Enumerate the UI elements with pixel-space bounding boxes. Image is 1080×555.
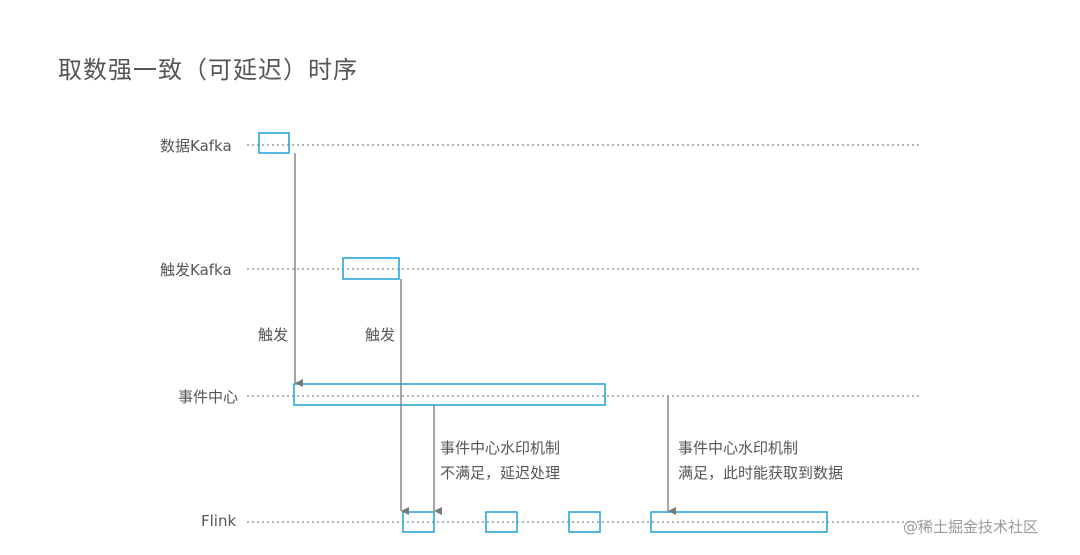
note-watermark-unsatisfied-line2: 不满足，延迟处理 [440, 464, 561, 482]
watermark: @稀土掘金技术社区 [903, 518, 1039, 536]
flink-task-box-1 [402, 511, 435, 533]
note-watermark-unsatisfied: 事件中心水印机制 不满足，延迟处理 [440, 436, 560, 486]
event-center-window-box [293, 383, 606, 406]
data-kafka-message-box [258, 132, 290, 154]
flink-task-box-2 [485, 511, 518, 533]
lane-label-flink: Flink [201, 512, 237, 530]
note-watermark-satisfied: 事件中心水印机制 满足，此时能获取到数据 [678, 436, 843, 486]
flink-task-box-3 [568, 511, 601, 533]
note-watermark-unsatisfied-line1: 事件中心水印机制 [440, 439, 561, 457]
lane-label-event-center: 事件中心 [178, 388, 239, 406]
note-watermark-satisfied-line1: 事件中心水印机制 [678, 439, 799, 457]
page-title: 取数强一致（可延迟）时序 [58, 56, 358, 84]
trigger-label-trigger: 触发 [365, 326, 396, 344]
trigger-label-data: 触发 [258, 326, 289, 344]
lane-label-trigger-kafka: 触发Kafka [160, 261, 232, 279]
lane-label-data-kafka: 数据Kafka [160, 137, 232, 155]
trigger-kafka-message-box [342, 257, 400, 280]
flink-task-box-4 [650, 511, 828, 533]
note-watermark-satisfied-line2: 满足，此时能获取到数据 [678, 464, 844, 482]
